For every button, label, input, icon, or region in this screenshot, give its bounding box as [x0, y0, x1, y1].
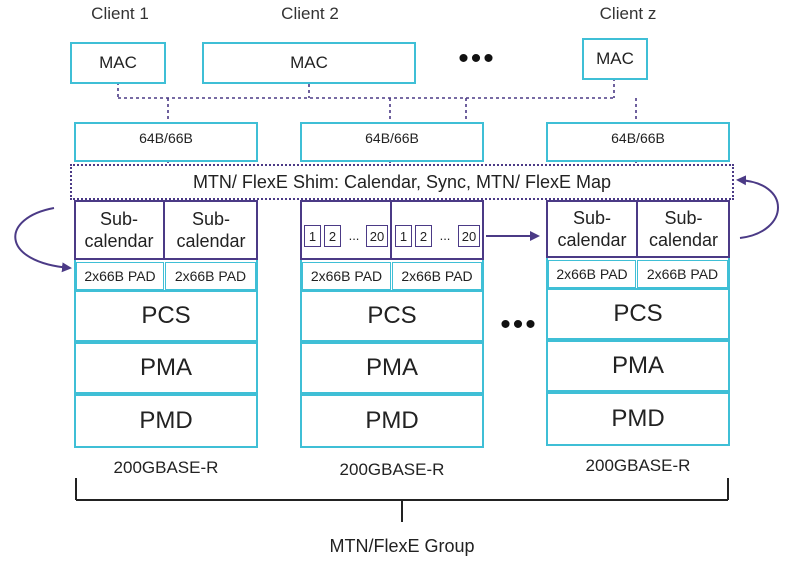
pad-3a: 2x66B PAD	[548, 260, 636, 288]
mac-box-client-z: MAC	[582, 38, 648, 80]
subcalendar-divider	[163, 200, 165, 260]
encoding-box-2: 64B/66B	[300, 122, 484, 162]
client-z-label: Client z	[599, 4, 657, 23]
client-2-label: Client 2	[281, 4, 339, 23]
pad-2a: 2x66B PAD	[302, 262, 391, 290]
phy-label-3: 200GBASE-R	[585, 456, 691, 475]
mac-box-client-1: MAC	[70, 42, 166, 84]
pma-layer-3: PMA	[546, 340, 730, 392]
subcalendar-1a: Sub- calendar	[84, 209, 154, 251]
slot-ellipsis: ...	[348, 228, 360, 243]
pad-1b: 2x66B PAD	[165, 262, 256, 290]
pmd-layer-3: PMD	[546, 392, 730, 446]
pma-layer-1: PMA	[74, 342, 258, 394]
loop-arrow-left	[14, 207, 72, 273]
flexe-shim-bar: MTN/ FlexE Shim: Calendar, Sync, MTN/ Fl…	[70, 164, 734, 200]
stacks-ellipsis: •••	[500, 308, 538, 341]
slot-20: 20	[366, 225, 388, 247]
pad-3b: 2x66B PAD	[637, 260, 728, 288]
subcalendar-divider	[636, 200, 638, 258]
slot-1: 1	[304, 225, 321, 247]
client-1-label: Client 1	[91, 4, 149, 23]
pmd-layer-1: PMD	[74, 394, 258, 448]
encoding-box-1: 64B/66B	[74, 122, 258, 162]
loop-arrow-right	[736, 175, 779, 239]
group-label: MTN/FlexE Group	[329, 536, 475, 556]
pma-layer-2: PMA	[300, 342, 484, 394]
phy-label-1: 200GBASE-R	[113, 458, 219, 477]
slot-20: 20	[458, 225, 480, 247]
clients-ellipsis: •••	[458, 42, 496, 75]
subcalendar-group-1	[74, 200, 258, 260]
slot-ellipsis: ...	[439, 228, 451, 243]
group-brace	[75, 478, 729, 522]
subcalendar-1b: Sub- calendar	[176, 209, 246, 251]
subcalendar-3a: Sub- calendar	[557, 208, 627, 250]
encoding-box-3: 64B/66B	[546, 122, 730, 162]
slot-2: 2	[415, 225, 432, 247]
pad-2b: 2x66B PAD	[392, 262, 482, 290]
subcalendar-3b: Sub- calendar	[648, 208, 719, 250]
mac-box-client-2: MAC	[202, 42, 416, 84]
pmd-layer-2: PMD	[300, 394, 484, 448]
slot-2: 2	[324, 225, 341, 247]
pad-1a: 2x66B PAD	[76, 262, 164, 290]
pcs-layer-2: PCS	[300, 290, 484, 342]
pcs-layer-1: PCS	[74, 290, 258, 342]
subcalendar-group-3	[546, 200, 730, 258]
pcs-layer-3: PCS	[546, 288, 730, 340]
slot-1: 1	[395, 225, 412, 247]
phy-label-2: 200GBASE-R	[339, 460, 445, 479]
slot-divider	[390, 200, 392, 260]
